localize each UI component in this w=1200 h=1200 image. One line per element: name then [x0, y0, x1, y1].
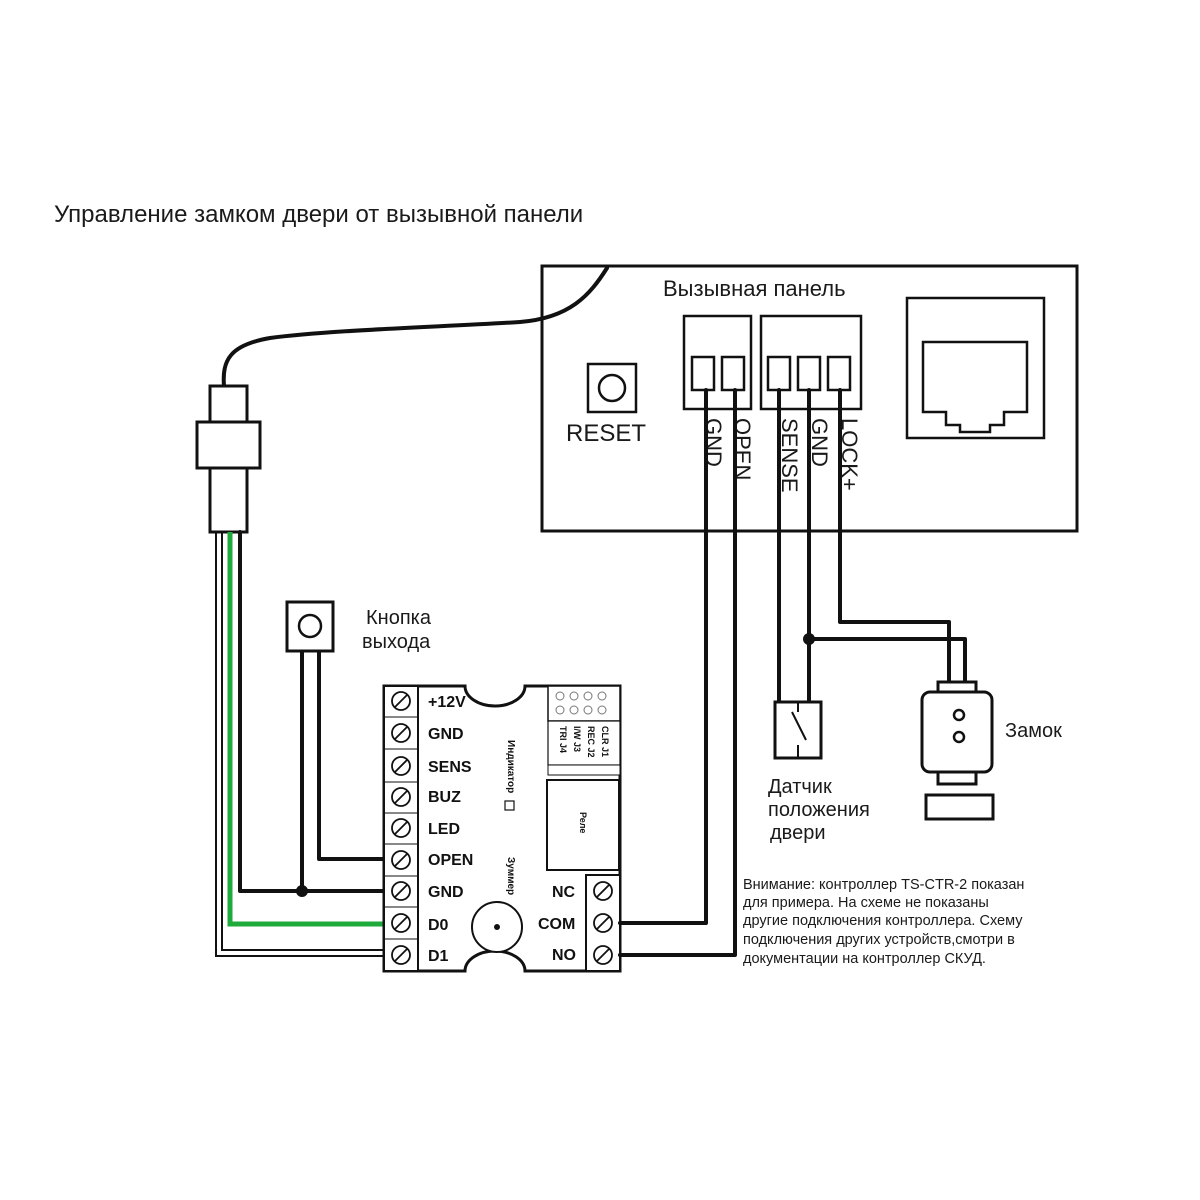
gnd-to-lock-wire [807, 388, 967, 684]
jumper-header [547, 685, 621, 776]
jumper-pin-icon [583, 691, 593, 701]
terminal-screw-icon [391, 881, 411, 901]
note-line-3: другие подключения контроллера. Схему [743, 913, 1023, 929]
ctrl-terminal-d0: D0 [428, 917, 449, 934]
relay [546, 779, 620, 871]
panel-open-to-no-wire [618, 388, 737, 957]
jumper-pin-icon [569, 691, 579, 701]
lock: Замок [920, 680, 1062, 821]
reset-button-knob [597, 373, 627, 403]
panel-gnd-to-com-wire [618, 388, 708, 925]
ctrl-terminal-sens: SENS [428, 759, 472, 776]
jumper-label-j3: I/W J3 [572, 726, 582, 752]
reset-label: RESET [566, 420, 646, 447]
relay-label: Реле [578, 812, 588, 833]
ctrl-terminal-gnd-2: GND [428, 884, 464, 901]
ctrl-terminal-open: OPEN [428, 852, 473, 869]
terminal-screw-icon [593, 945, 613, 965]
lock-gnd-junction-dot [803, 633, 815, 645]
note-line-5: документации на контроллер СКУД. [743, 951, 986, 967]
door-sensor-label-3: двери [770, 822, 826, 844]
exit-button: Кнопка выхода [285, 600, 432, 653]
jumper-label-j1: CLR J1 [600, 726, 610, 757]
left-terminal-strip [383, 685, 419, 972]
terminal-screw-icon [391, 945, 411, 965]
reset-button-frame [586, 362, 638, 414]
ctrl-terminal-led: LED [428, 821, 460, 838]
jumper-pin-icon [597, 691, 607, 701]
terminal-screw-icon [593, 881, 613, 901]
reed-switch-icon [791, 702, 807, 758]
buzzer-label: Зуммер [505, 857, 516, 895]
door-sensor-label-1: Датчик [768, 776, 832, 798]
exit-button-label-2: выхода [362, 631, 431, 653]
controller-board: +12V GND SENS BUZ LED OPEN GND D0 D1 NC … [382, 684, 622, 973]
jumper-label-j4: TRI J4 [558, 726, 568, 753]
terminal-screw-icon [391, 818, 411, 838]
reset-button: RESET [566, 362, 646, 447]
exit-button-label-1: Кнопка [366, 607, 432, 629]
terminal-screw-icon [391, 691, 411, 711]
indicator-led-icon [504, 800, 515, 811]
door-sensor: Датчик положения двери [768, 700, 870, 844]
terminal-screw-icon [391, 850, 411, 870]
diagram-title: Управление замком двери от вызывной пане… [54, 201, 583, 228]
indicator-label: Индикатор [505, 740, 516, 793]
call-panel-label: Вызывная панель [663, 276, 846, 301]
ctrl-terminal-gnd-1: GND [428, 726, 464, 743]
right-terminal-strip [585, 874, 621, 972]
jumper-pin-icon [597, 705, 607, 715]
exit-button-open-wire [317, 650, 386, 861]
jumper-label-j2: REC J2 [586, 726, 596, 758]
ctrl-terminal-12v: +12V [428, 694, 466, 711]
panel-terminal-block-1 [682, 314, 753, 411]
ctrl-terminal-com: COM [538, 916, 575, 933]
jumper-pin-icon [569, 705, 579, 715]
gnd-junction-dot [296, 885, 308, 897]
cable-connector [195, 384, 262, 534]
gnd-wire [238, 530, 386, 893]
note: Внимание: контроллер TS-CTR-2 показан дл… [743, 877, 1024, 967]
lock-strike-plate [924, 793, 995, 821]
d0-wire-green [227, 532, 384, 927]
door-sensor-label-2: положения [768, 799, 870, 821]
terminal-screw-icon [391, 756, 411, 776]
jumper-pin-icon [555, 705, 565, 715]
note-line-2: для примера. На схеме не показаны [743, 895, 989, 911]
ctrl-terminal-no: NO [552, 947, 576, 964]
d1-wire-outer [215, 532, 384, 957]
terminal-screw-icon [391, 787, 411, 807]
lock-label: Замок [1005, 720, 1062, 742]
ctrl-terminal-nc: NC [552, 884, 576, 901]
note-line-1: Внимание: контроллер TS-CTR-2 показан [743, 877, 1024, 893]
ctrl-terminal-d1: D1 [428, 948, 449, 965]
terminal-screw-icon [391, 913, 411, 933]
terminal-screw-icon [391, 723, 411, 743]
lock-plus-wire [838, 388, 951, 684]
panel-terminal-sense: SENSE [777, 418, 802, 493]
panel-terminal-gnd-2: GND [807, 418, 832, 467]
d1-wire-inner [221, 532, 384, 951]
ctrl-terminal-buz: BUZ [428, 789, 461, 806]
terminal-screw-icon [593, 913, 613, 933]
jumper-pin-icon [583, 705, 593, 715]
rj45-jack-icon [905, 296, 1046, 440]
panel-cable [221, 266, 609, 388]
jumper-pin-icon [555, 691, 565, 701]
note-line-4: подключения других устройств,смотри в [743, 932, 1015, 948]
